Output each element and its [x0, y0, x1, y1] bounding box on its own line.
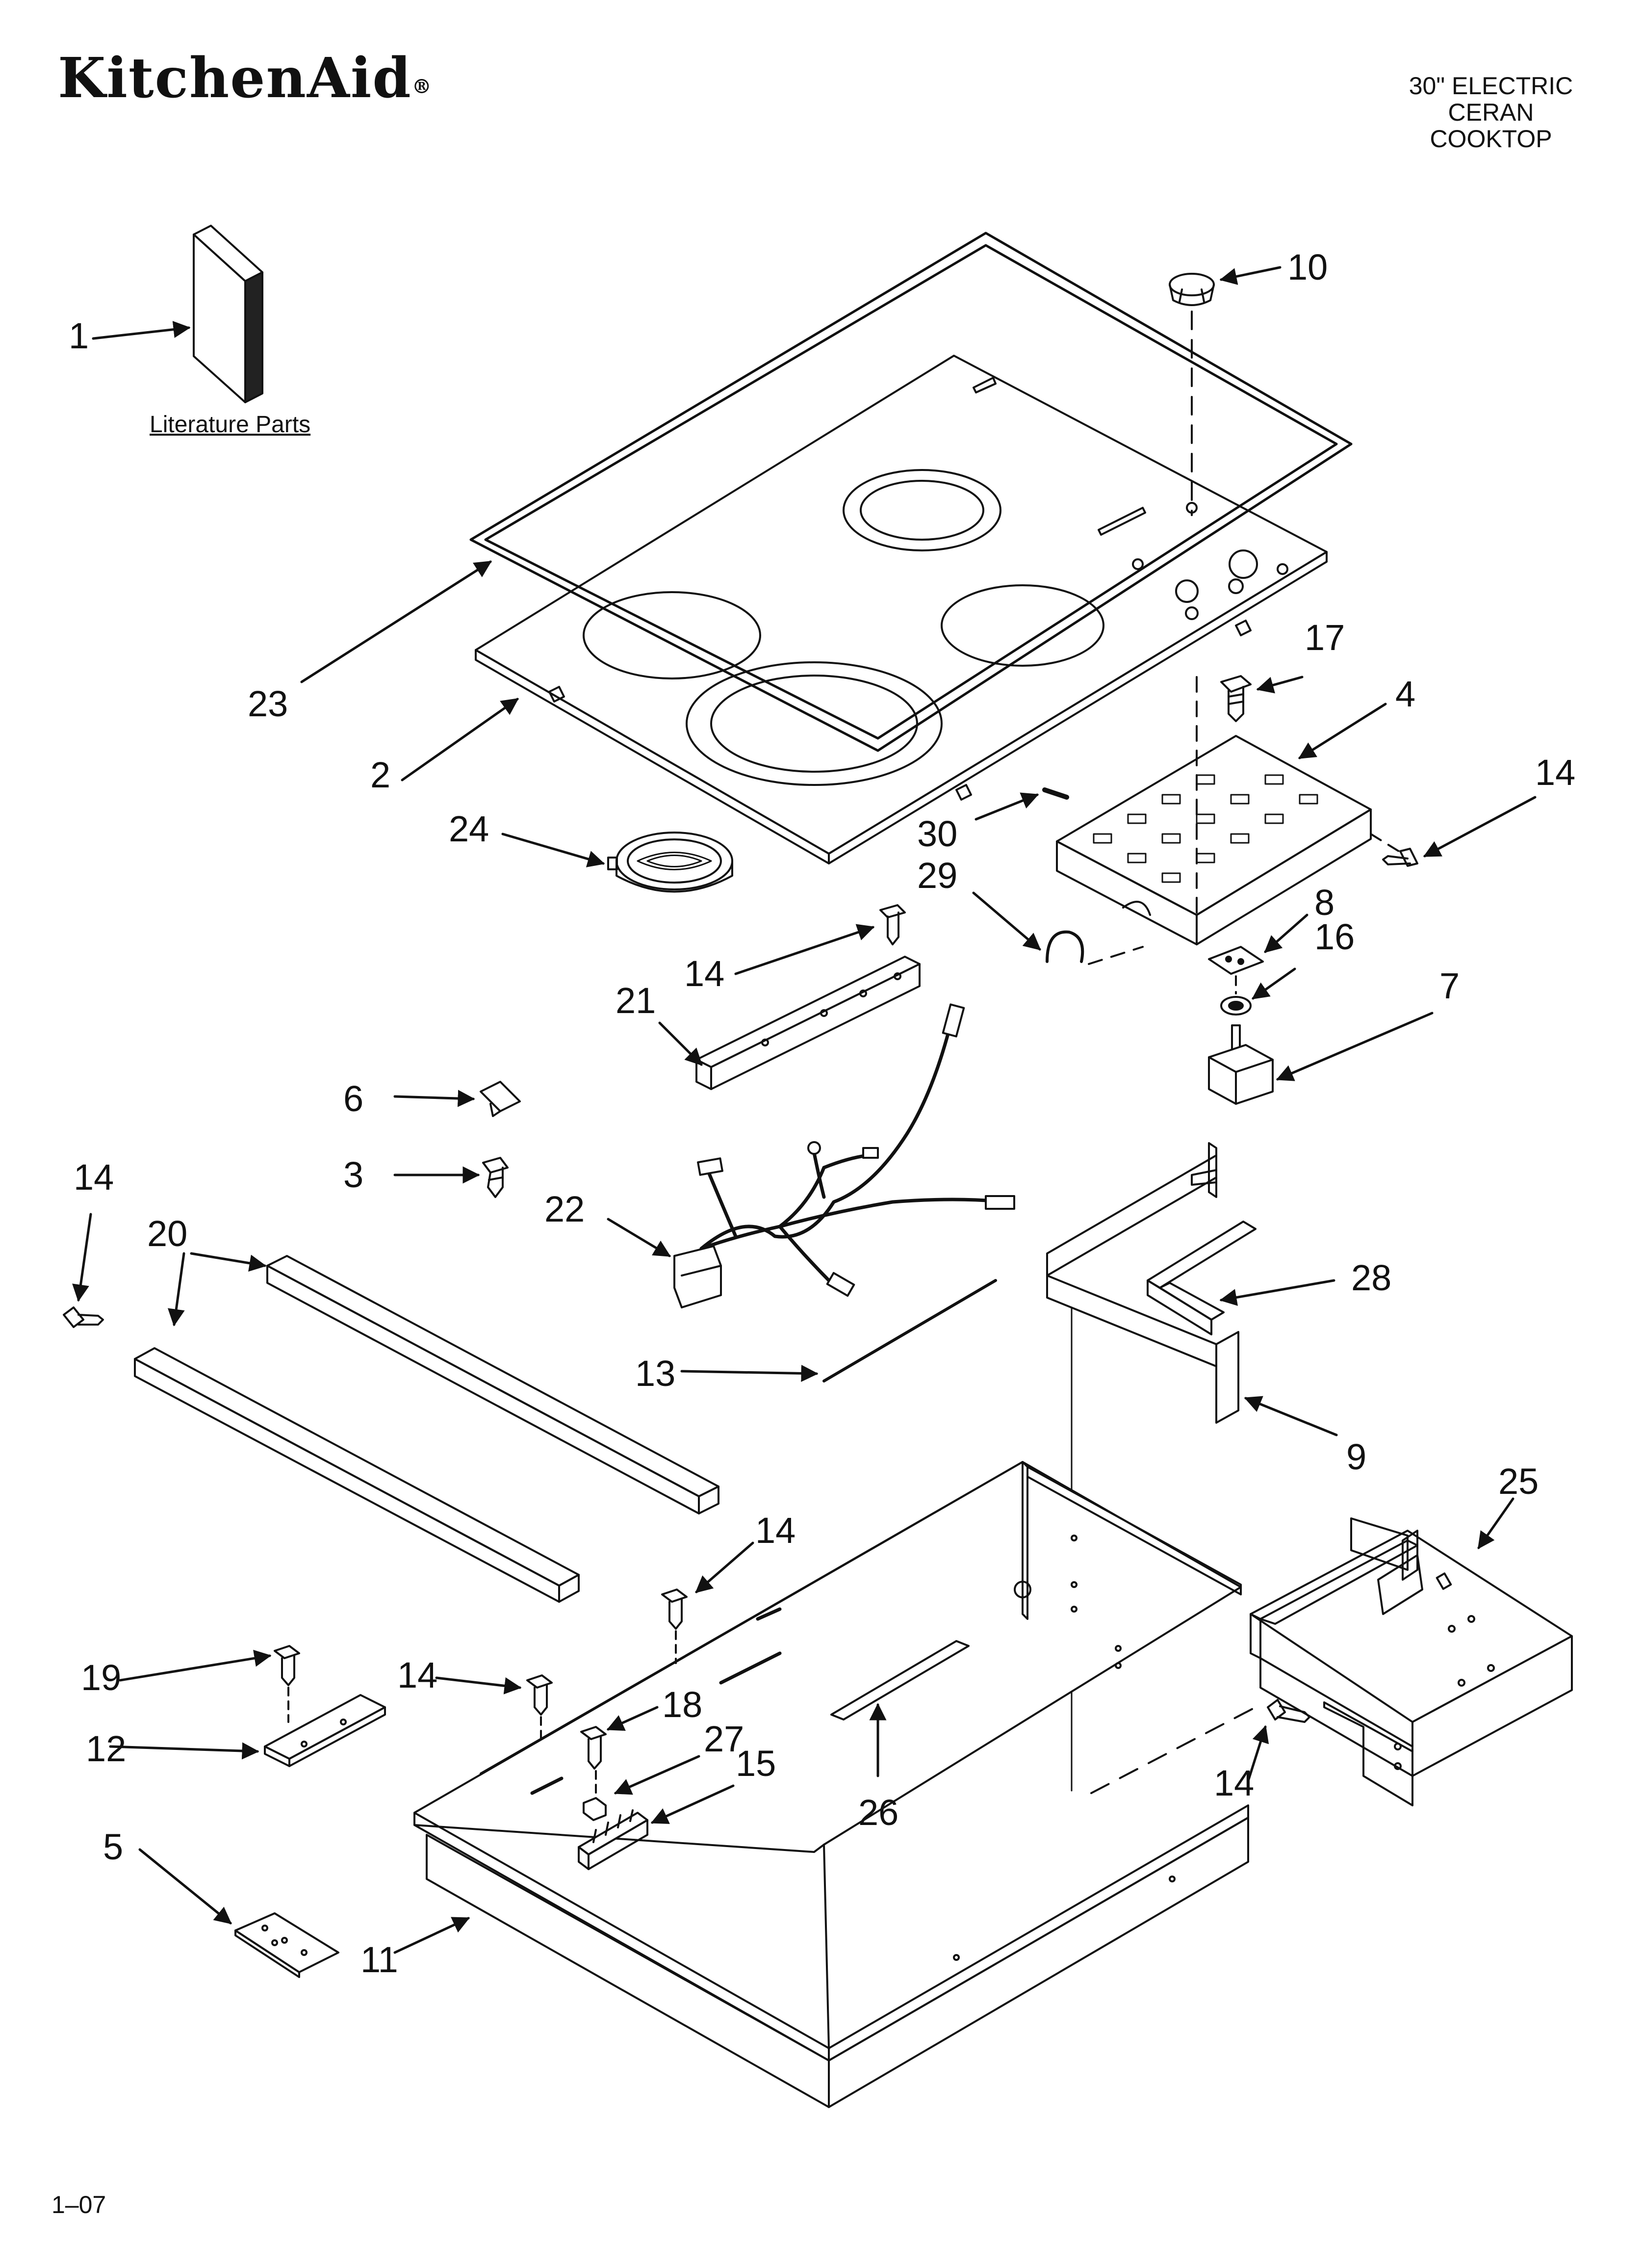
product-title-line-3: COOKTOP	[1430, 125, 1552, 153]
callout-23: 23	[248, 683, 288, 724]
bracket-12	[264, 1694, 386, 1767]
callout-14-box-left: 14	[397, 1655, 437, 1695]
callout-15: 15	[736, 1743, 776, 1784]
callout-labels: 1 2 3 4 5 6 7 8 9 10 11 12 13 14 14 14 1…	[69, 247, 1575, 1980]
screw-14-box-upper	[661, 1589, 688, 1664]
screw-14-bracket	[1382, 848, 1418, 867]
callout-17: 17	[1305, 617, 1345, 658]
trademark-symbol: ®	[411, 75, 433, 98]
callout-14-right: 14	[1214, 1763, 1254, 1803]
wire-harness	[699, 1028, 1007, 1287]
screw-14-left	[63, 1306, 104, 1328]
product-title: 30" ELECTRIC CERAN COOKTOP	[1354, 73, 1628, 152]
callout-25: 25	[1498, 1461, 1539, 1502]
callout-18: 18	[662, 1684, 702, 1725]
callout-6: 6	[343, 1078, 363, 1119]
literature-parts-caption: Literature Parts	[150, 412, 311, 438]
screw-part-3	[482, 1157, 509, 1198]
side-rail-rear	[266, 1255, 719, 1514]
bracket-28	[1147, 1221, 1257, 1335]
literature-booklet	[193, 225, 263, 403]
callout-3: 3	[343, 1154, 363, 1195]
terminal-block	[578, 1809, 648, 1870]
callout-5: 5	[103, 1826, 123, 1867]
rail-bracket	[695, 904, 921, 1090]
screw-17	[1220, 675, 1252, 722]
screw-14-right	[1267, 1699, 1310, 1723]
callout-2: 2	[370, 755, 390, 795]
callout-27: 27	[704, 1719, 744, 1759]
cooktop-frame	[469, 232, 1353, 752]
glass-cooktop	[475, 355, 1328, 864]
cooktop-box	[413, 1461, 1249, 2108]
plate-5	[234, 1912, 339, 1978]
screw-19	[274, 1645, 300, 1723]
callout-21: 21	[616, 980, 656, 1021]
callout-20: 20	[147, 1213, 187, 1254]
wire-harness-connectors	[673, 1003, 1015, 1308]
brand-logo: KitchenAid®	[58, 51, 433, 106]
callout-28: 28	[1351, 1257, 1391, 1298]
callout-7: 7	[1439, 965, 1460, 1006]
callout-29: 29	[917, 855, 957, 896]
screw-14-box-left	[526, 1674, 553, 1745]
callout-22: 22	[544, 1189, 585, 1229]
brand-name: KitchenAid	[58, 46, 412, 110]
callout-24: 24	[449, 808, 489, 849]
clip-part-6	[480, 1081, 521, 1117]
callout-8: 8	[1314, 882, 1334, 923]
side-rail-front	[134, 1347, 580, 1603]
electrical-box	[1250, 1517, 1573, 1806]
wire-13	[822, 1279, 997, 1382]
callout-14-left: 14	[74, 1157, 114, 1198]
radiant-burner-element	[607, 832, 733, 893]
control-knob	[1169, 273, 1215, 516]
callout-12: 12	[86, 1728, 126, 1769]
wire-clip	[1042, 787, 1069, 800]
callout-1: 1	[69, 315, 89, 356]
callout-10: 10	[1287, 247, 1328, 287]
nut-27	[583, 1797, 607, 1821]
switch-assembly	[1208, 946, 1274, 1105]
callout-14-bracket: 14	[1535, 752, 1575, 793]
control-bracket	[1056, 671, 1372, 945]
bracket-9	[1046, 1142, 1239, 1424]
callout-4: 4	[1395, 674, 1415, 714]
page-code: 1–07	[51, 2191, 106, 2218]
product-title-line-1: 30" ELECTRIC	[1409, 72, 1573, 100]
callout-19: 19	[81, 1657, 121, 1698]
grommet	[1046, 930, 1084, 963]
callout-11: 11	[360, 1939, 398, 1980]
callout-30: 30	[917, 813, 957, 854]
product-title-line-2: CERAN	[1448, 99, 1534, 126]
screw-18	[580, 1726, 607, 1770]
callout-14-rail: 14	[684, 953, 724, 994]
callout-9: 9	[1346, 1436, 1366, 1477]
leader-lines	[72, 266, 1537, 1954]
callout-13: 13	[635, 1353, 675, 1394]
callout-14-box-upper: 14	[755, 1510, 795, 1551]
callout-26: 26	[858, 1792, 898, 1833]
callout-16: 16	[1314, 916, 1355, 957]
